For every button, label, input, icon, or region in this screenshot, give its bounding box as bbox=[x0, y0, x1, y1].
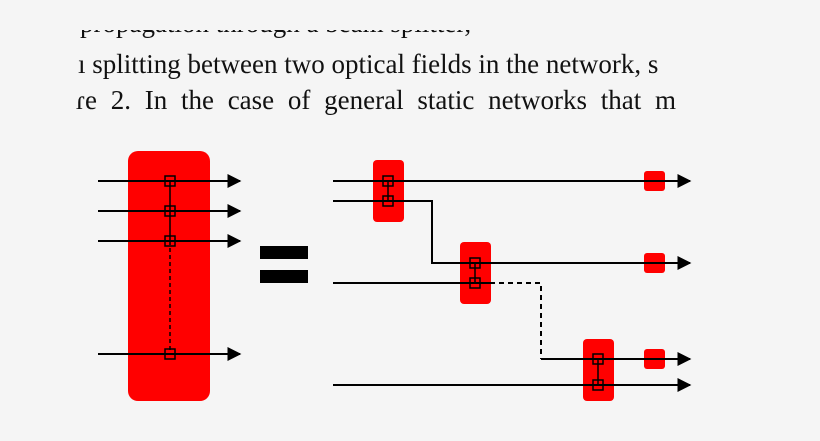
node-marker-3 bbox=[164, 235, 176, 247]
splitter-2-node-a bbox=[469, 257, 481, 269]
splitter-2-node-b bbox=[469, 277, 481, 289]
node-marker-n bbox=[164, 348, 176, 360]
splitter-3-node-a bbox=[592, 353, 604, 365]
equals-icon bbox=[260, 246, 308, 283]
mode-line-3-dashed bbox=[490, 282, 542, 359]
beam-splitter-cascade bbox=[333, 160, 692, 401]
node-marker-2 bbox=[164, 205, 176, 217]
text-line-top-partial: propagation through a beam splitter, bbox=[80, 8, 472, 38]
general-network-block bbox=[98, 151, 242, 401]
splitter-1-node-a bbox=[382, 175, 394, 187]
splitter-1-node-b bbox=[382, 195, 394, 207]
text-line-2: ɾe 2. In the case of general static netw… bbox=[76, 85, 677, 115]
node-marker-1 bbox=[164, 175, 176, 187]
network-block-rect bbox=[128, 151, 210, 401]
splitter-3-node-b bbox=[592, 379, 604, 391]
text-line-1: ı splitting between two optical fields i… bbox=[78, 49, 659, 79]
